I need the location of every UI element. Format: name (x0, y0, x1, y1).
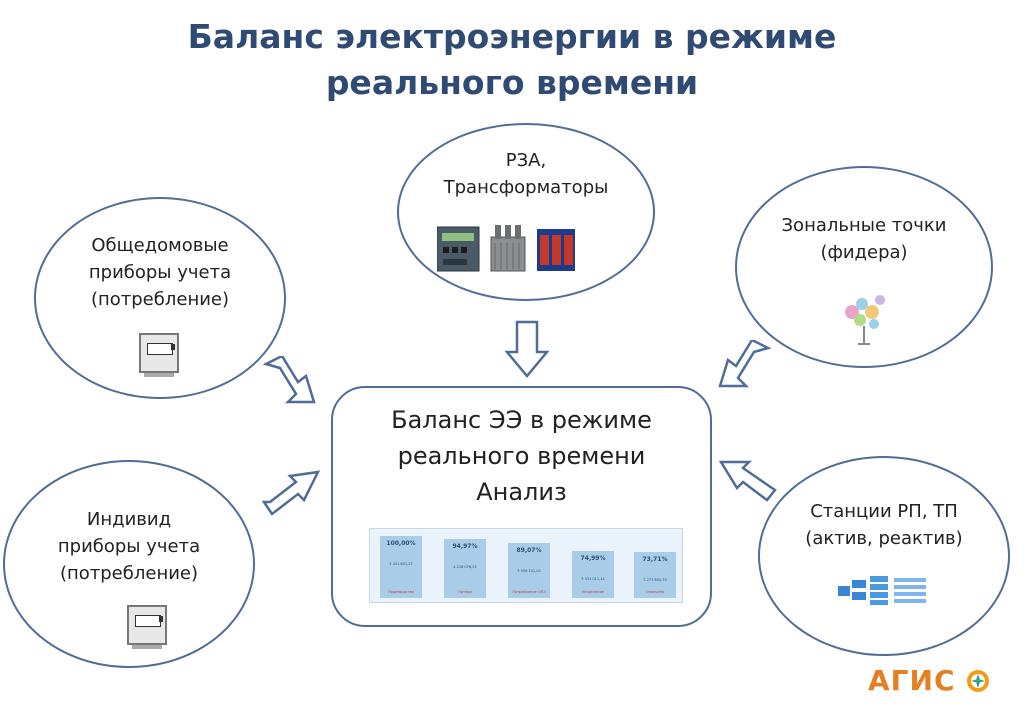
node-rza-line-1: РЗА, (505, 150, 547, 171)
thumbnail-bar: 74,99% 3 331 011,14 Начисление (572, 551, 614, 598)
bar-percent: 73,71% (642, 556, 668, 563)
arrow-down-icon (505, 320, 549, 378)
electric-meter-icon (127, 605, 167, 649)
station-scheme-icon (838, 576, 926, 605)
title-line-2: реального времени (325, 63, 699, 102)
thumbnail-bar: 89,07% 3 956 101,02 Потребление ОПЭ (508, 543, 550, 598)
node-stations-line-1: Станции РП, ТП (810, 501, 958, 522)
node-building-line-1: Общедомовые (91, 235, 229, 256)
bar-percent: 89,07% (516, 547, 542, 554)
equipment-icons (437, 225, 575, 272)
bar-value: 4 218 076,25 (453, 565, 477, 569)
balance-thumbnail-chart: 100,00% 4 441 601,27 Производство 94,97%… (369, 528, 683, 603)
thumbnail-bar: 73,71% 3 273 850,33 Оплачено (634, 552, 676, 598)
node-building-line-3: (потребление) (90, 289, 230, 310)
arrow-up-right-icon (262, 470, 321, 516)
node-individual-meters: Индивид приборы учета (потребление) (3, 460, 255, 668)
title-line-1: Баланс электроэнергии в режиме (187, 17, 837, 56)
oil-transformer-icon (490, 225, 526, 272)
relay-protection-icon (437, 226, 480, 272)
node-zone-line-1: Зональные точки (781, 215, 947, 236)
node-individual-line-3: (потребление) (59, 563, 199, 584)
thumbnail-bar: 100,00% 4 441 601,27 Производство (380, 536, 422, 598)
electric-meter-icon (139, 333, 179, 377)
node-individual-line-2: приборы учета (57, 536, 201, 557)
node-zone-line-2: (фидера) (820, 242, 908, 263)
arrow-down-right-icon (262, 356, 316, 404)
page-title: Баланс электроэнергии в режиме реального… (0, 14, 1024, 106)
node-zone-points: Зональные точки (фидера) (735, 166, 993, 368)
bar-category: Потребление ОПЭ (512, 590, 546, 594)
thumbnail-bar: 94,97% 4 218 076,25 Потери (444, 539, 486, 598)
bar-category: Производство (388, 590, 414, 594)
center-line-3: Анализ (476, 478, 567, 506)
node-stations: Станции РП, ТП (актив, реактив) (758, 456, 1010, 656)
bar-value: 4 441 601,27 (389, 562, 413, 566)
center-line-1: Баланс ЭЭ в режиме (391, 406, 652, 434)
bar-value: 3 331 011,14 (581, 577, 605, 581)
bar-value: 3 956 101,02 (517, 569, 541, 573)
arrow-up-left-icon (718, 460, 777, 502)
arrow-down-left-icon (718, 340, 772, 388)
bar-category: Начисление (581, 590, 605, 594)
balance-analysis-box: Баланс ЭЭ в режиме реального времени Ана… (331, 386, 712, 627)
bar-value: 3 273 850,33 (643, 578, 667, 582)
dry-transformer-icon (537, 229, 575, 271)
node-individual-line-1: Индивид (86, 509, 172, 530)
bar-percent: 100,00% (386, 540, 416, 547)
center-line-2: реального времени (397, 442, 646, 470)
logo-emblem-icon (967, 670, 990, 692)
node-rza-transformers: РЗА, Трансформаторы (397, 123, 655, 301)
feeder-diagram-icon (845, 295, 885, 345)
bar-percent: 94,97% (452, 543, 478, 550)
node-building-meters: Общедомовые приборы учета (потребление) (34, 197, 286, 399)
node-building-line-2: приборы учета (88, 262, 232, 283)
logo-text: АГИС (868, 664, 956, 697)
bar-category: Потери (458, 590, 472, 594)
bar-percent: 74,99% (580, 555, 606, 562)
node-stations-line-2: (актив, реактив) (805, 528, 963, 549)
node-rza-line-2: Трансформаторы (443, 177, 609, 198)
agis-logo: АГИС (868, 664, 991, 697)
bar-category: Оплачено (645, 590, 665, 594)
